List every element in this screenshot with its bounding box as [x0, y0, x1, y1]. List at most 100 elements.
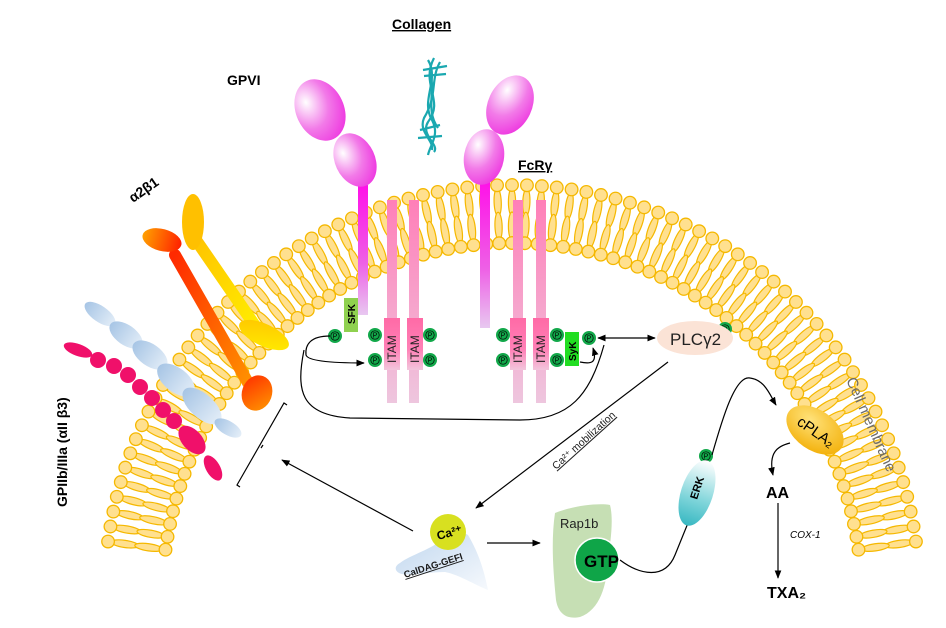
lipid-head — [896, 475, 911, 490]
lipid-head — [227, 375, 242, 390]
phosphate-label: P — [373, 358, 378, 365]
gtp-label: GTP — [584, 552, 619, 571]
lipid-head — [416, 188, 430, 202]
collagen-fiber — [417, 57, 448, 156]
lipid-head — [766, 274, 781, 289]
lipid-head — [757, 345, 772, 360]
lipid-head — [606, 251, 621, 266]
lipid-head — [705, 231, 720, 246]
lipid-head — [243, 355, 258, 370]
lipid-head — [840, 491, 855, 506]
lipid-head — [344, 275, 359, 290]
lipid-head — [534, 179, 549, 194]
lipid-head — [505, 178, 519, 192]
phosphate-label: P — [555, 333, 560, 340]
lipid-head — [128, 432, 143, 447]
arrow-ca-mobilization — [475, 361, 669, 509]
phosphate-label: P — [555, 358, 560, 365]
lipid-head — [630, 259, 645, 274]
lipid-head — [743, 256, 758, 270]
lipid-head — [581, 244, 596, 259]
plc-gamma2 — [657, 321, 733, 355]
aa-label: AA — [766, 485, 790, 502]
arrow-cpla2-to-aa — [768, 442, 791, 476]
lipid-head — [163, 516, 177, 531]
phosphate-label: P — [428, 358, 433, 365]
arrow-syk-autophos — [579, 347, 599, 364]
lipid-head — [177, 466, 192, 481]
phosphate-group: P — [582, 331, 596, 345]
lipid-head — [788, 295, 803, 309]
arrow-sfk-to-itam — [305, 335, 365, 367]
lipid-head — [172, 352, 187, 367]
lipid-head — [311, 295, 326, 310]
lipid-head — [103, 519, 118, 534]
lipid-head — [608, 191, 623, 206]
phosphate-group: P — [550, 353, 564, 367]
lipid-head — [182, 454, 197, 469]
lipid-head — [181, 340, 196, 355]
sfk-label: SFK — [347, 303, 358, 324]
lipid-head — [903, 504, 918, 519]
lipid-head — [908, 534, 923, 549]
lipid-head — [730, 247, 745, 262]
fcr-itam-chains — [510, 200, 549, 403]
lipid-head — [851, 542, 866, 557]
lipid-head — [254, 265, 269, 280]
lipid-head — [651, 205, 666, 220]
lipid-head — [118, 460, 133, 475]
alpha2beta1-label: α2β1 — [126, 173, 162, 205]
lipid-head — [317, 224, 332, 239]
lipid-head — [428, 244, 443, 259]
lipid-head — [665, 275, 680, 290]
lipid-head — [123, 446, 138, 461]
lipid-head — [579, 184, 594, 199]
phosphate-group: P — [423, 353, 437, 367]
lipid-head — [266, 256, 281, 270]
lipid-head — [158, 542, 173, 557]
lipid-head — [766, 355, 781, 370]
syk-kinase — [565, 332, 579, 366]
lipid-head — [790, 386, 805, 401]
phosphate-group: P — [368, 353, 382, 367]
lipid-head — [819, 328, 834, 343]
lipid-head — [748, 336, 763, 351]
arrow-to-integrin — [281, 459, 414, 532]
ca-mobilization-label: Ca²⁺ mobilization — [550, 409, 618, 472]
alpha2beta1-integrin — [142, 194, 289, 411]
lipid-head — [837, 352, 852, 367]
lipid-head — [556, 239, 571, 254]
lipid-head — [300, 303, 315, 318]
lipid-head — [344, 211, 359, 226]
phosphate-label: P — [587, 336, 592, 343]
lipid-head — [687, 288, 702, 303]
lipid-head — [836, 479, 851, 494]
lipid-head — [594, 188, 608, 202]
calcium-ion — [430, 514, 466, 550]
lipid-head — [739, 327, 754, 342]
lipid-head — [906, 519, 921, 534]
phosphate-label: P — [428, 333, 433, 340]
lipid-head — [618, 255, 633, 270]
lipid-head — [718, 239, 733, 254]
lipid-head — [886, 446, 901, 461]
lipid-head — [891, 460, 906, 475]
lipid-head — [844, 504, 858, 519]
lipid-head — [678, 217, 693, 232]
itam-label: ITAM — [408, 335, 422, 363]
erk — [678, 460, 716, 526]
phosphate-label: P — [704, 454, 709, 461]
lipid-head — [568, 242, 583, 256]
gpiib-blue-chain — [84, 301, 242, 438]
lipid-head — [219, 386, 234, 401]
lipid-head — [113, 475, 128, 490]
lipid-head — [166, 504, 180, 519]
lipid-head — [331, 217, 346, 232]
phosphate-group: P — [368, 328, 382, 342]
lipid-head — [243, 274, 258, 289]
itam-label: ITAM — [385, 335, 399, 363]
gpvi-label: GPVI — [227, 72, 260, 88]
lipid-head — [304, 231, 319, 246]
gpiib-pink-chain — [63, 342, 223, 481]
lipid-head — [141, 404, 156, 419]
